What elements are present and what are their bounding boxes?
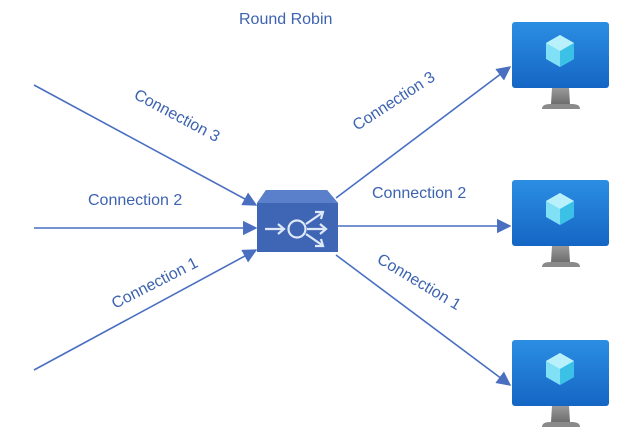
outgoing-connection-1-label: Connection 1 <box>374 251 464 314</box>
incoming-connection-2-label: Connection 2 <box>88 192 182 209</box>
incoming-connection-3-arrow <box>33 84 258 206</box>
outgoing-connection-2-label: Connection 2 <box>372 185 466 202</box>
outgoing-connection-3-label: Connection 3 <box>350 69 438 135</box>
incoming-connection-3-label: Connection 3 <box>131 87 222 146</box>
outgoing-connection-1-arrow <box>335 254 512 386</box>
server-3-monitor-icon <box>512 22 609 109</box>
server-2-monitor-icon <box>512 180 609 267</box>
diagram-title: Round Robin <box>239 11 332 28</box>
load-balancer-icon <box>257 190 338 252</box>
server-1-monitor-icon <box>512 340 609 427</box>
incoming-connection-1-arrow <box>33 249 258 371</box>
outgoing-connection-3-arrow <box>335 66 512 199</box>
